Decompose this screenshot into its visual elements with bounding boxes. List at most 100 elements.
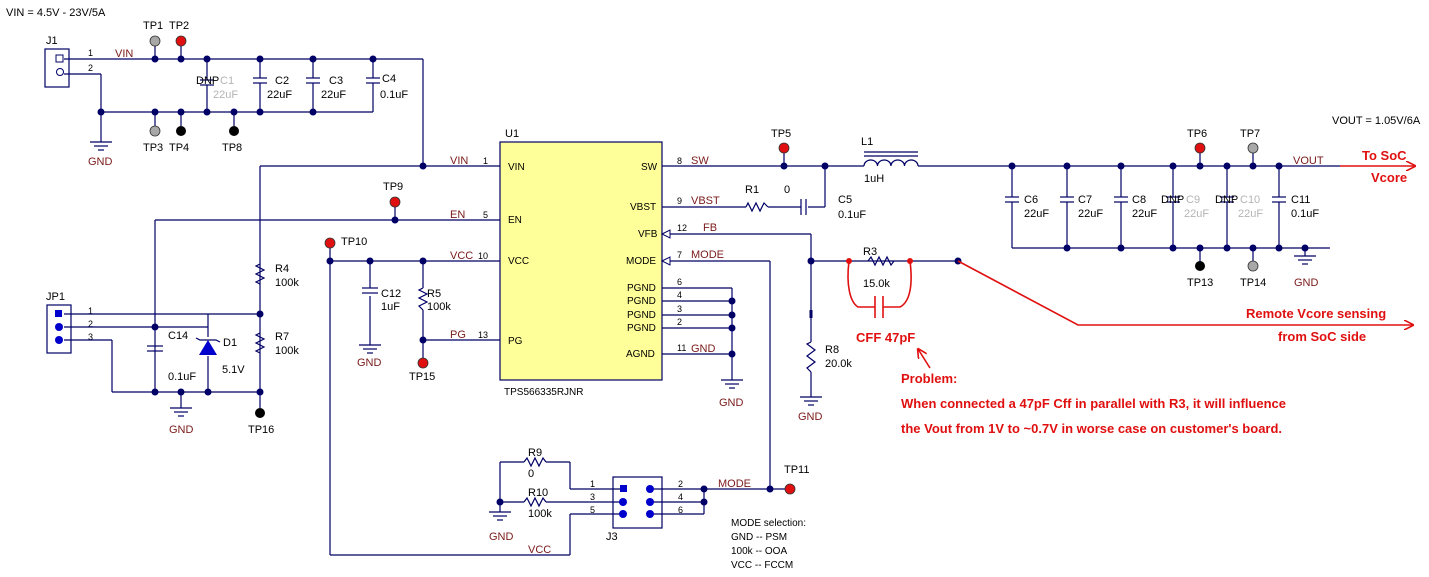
gnd-label-pgnd: GND [719,397,744,409]
pin-num-pg: 13 [478,330,488,340]
gnd-symbol-r8: GND [798,396,823,423]
pin-name-pgnd4: PGND [627,296,656,307]
anno-to-soc-2: Vcore [1371,170,1407,185]
d1-ref: D1 [223,337,237,349]
c14: C14 0.1uF [147,330,196,383]
j3-pin6: 6 [678,505,683,515]
net-gnd-ic: GND [691,343,716,355]
pin-name-vfb: VFB [638,229,658,240]
gnd-symbol-jp1: GND [169,407,194,436]
c4-ref: C4 [382,73,396,85]
r4-value: 100k [275,277,299,289]
r4-r7: R4 100k R7 100k [254,263,299,357]
mode-note-vcc: VCC -- FCCM [731,560,793,571]
gnd-symbol-j3: GND [489,511,514,543]
j1-pin1-num: 1 [88,48,93,58]
anno-remote-1: Remote Vcore sensing [1246,306,1386,321]
j1-net-vin: VIN [115,48,133,60]
c11-value: 0.1uF [1291,208,1319,220]
pin-num-mode: 7 [677,250,682,260]
c6-ref: C6 [1024,194,1038,206]
net-vin-ic: VIN [450,155,468,167]
r10-ref: R10 [528,487,548,499]
r8-value: 20.0k [825,358,852,370]
gnd-symbol-out: GND [1294,255,1319,289]
connector-jp1: JP1 1 2 3 [46,291,93,354]
anno-problem-1: When connected a 47pF Cff in parallel wi… [901,396,1286,411]
jp1-ref: JP1 [46,291,65,303]
gnd-symbol-pgnd: GND [719,379,744,409]
r10-value: 100k [528,508,552,520]
tp3-dot [149,125,161,137]
tp14-dot [1247,260,1259,272]
net-vout: VOUT [1293,155,1324,167]
tp13-label: TP13 [1187,277,1213,289]
c1-dnp: DNP [196,75,219,87]
net-en-ic: EN [450,209,465,221]
j3-pin1: 1 [590,479,595,489]
tp5-label: TP5 [771,128,791,140]
j3-net-mode: MODE [718,478,751,490]
tp3-label: TP3 [143,142,163,154]
pin-name-vcc: VCC [508,256,529,267]
gnd-label-j3: GND [489,531,514,543]
gnd-symbol-j1: GND [88,141,113,168]
r1-value: 0 [784,184,790,196]
tp2-label: TP2 [169,20,189,32]
pin-num-pgnd4: 4 [677,290,682,300]
anno-to-soc-1: To SoC [1362,148,1407,163]
vcc-wiring [329,248,624,556]
c14-ref: C14 [168,330,188,342]
connector-j3: 1 3 5 2 4 6 J3 MODE [590,476,751,543]
tp4-dot [176,126,186,136]
jp1-wiring [64,313,260,408]
tp15-label: TP15 [409,371,435,383]
r4-ref: R4 [275,263,289,275]
j3-pin5: 5 [590,505,595,515]
c14-value: 0.1uF [168,371,196,383]
c7-value: 22uF [1078,208,1103,220]
c9-value: 22uF [1184,208,1209,220]
c5-ref: C5 [838,194,852,206]
c2-ref: C2 [275,75,289,87]
anno-problem-title: Problem: [901,371,957,386]
gnd-label-j1: GND [88,156,113,168]
zener-d1: D1 5.1V [195,337,245,376]
pin-num-pgnd6: 6 [677,277,682,287]
r7-value: 100k [275,345,299,357]
pin-name-sw: SW [641,162,658,173]
pin-name-vin: VIN [508,162,525,173]
c9-dnp: DNP [1161,194,1184,206]
input-spec-label: VIN = 4.5V - 23V/5A [6,7,106,19]
c7-ref: C7 [1078,194,1092,206]
c10-dnp: DNP [1215,194,1238,206]
pin-name-en: EN [508,215,522,226]
c12: C12 1uF [362,287,401,313]
pin-name-pgnd3: PGND [627,310,656,321]
connector-j1: J1 1 2 VIN [44,35,133,88]
tp6-label: TP6 [1187,128,1207,140]
r5: R5 100k [417,287,451,313]
r9-r10: R9 0 R10 100k [523,447,552,520]
ic-ref: U1 [505,128,519,140]
anno-problem-2: the Vout from 1V to ~0.7V in worse case … [901,421,1282,436]
feedback-network: R3 15.0k R8 20.0k [805,246,895,373]
jp1-pin3: 3 [88,332,93,342]
pin-num-pgnd2: 2 [677,317,682,327]
c2-value: 22uF [267,89,292,101]
net-vcc-j3: VCC [528,544,551,556]
anno-cff-label: CFF 47pF [856,330,915,345]
mode-selection-note: MODE selection: GND -- PSM 100k -- OOA V… [731,518,806,571]
tp2-dot [175,35,187,47]
pin-name-pgnd2: PGND [627,323,656,334]
tp11-label: TP11 [784,464,809,476]
r1-ref: R1 [745,184,759,196]
tp4-label: TP4 [169,142,189,154]
c11-ref: C11 [1291,194,1310,206]
tp15-dot [417,357,429,369]
mode-note-100k: 100k -- OOA [731,546,787,557]
tp11-dot [784,483,796,495]
anno-remote-2: from SoC side [1278,329,1366,344]
tp14-label: TP14 [1240,277,1266,289]
vin-en-wiring [154,165,500,392]
